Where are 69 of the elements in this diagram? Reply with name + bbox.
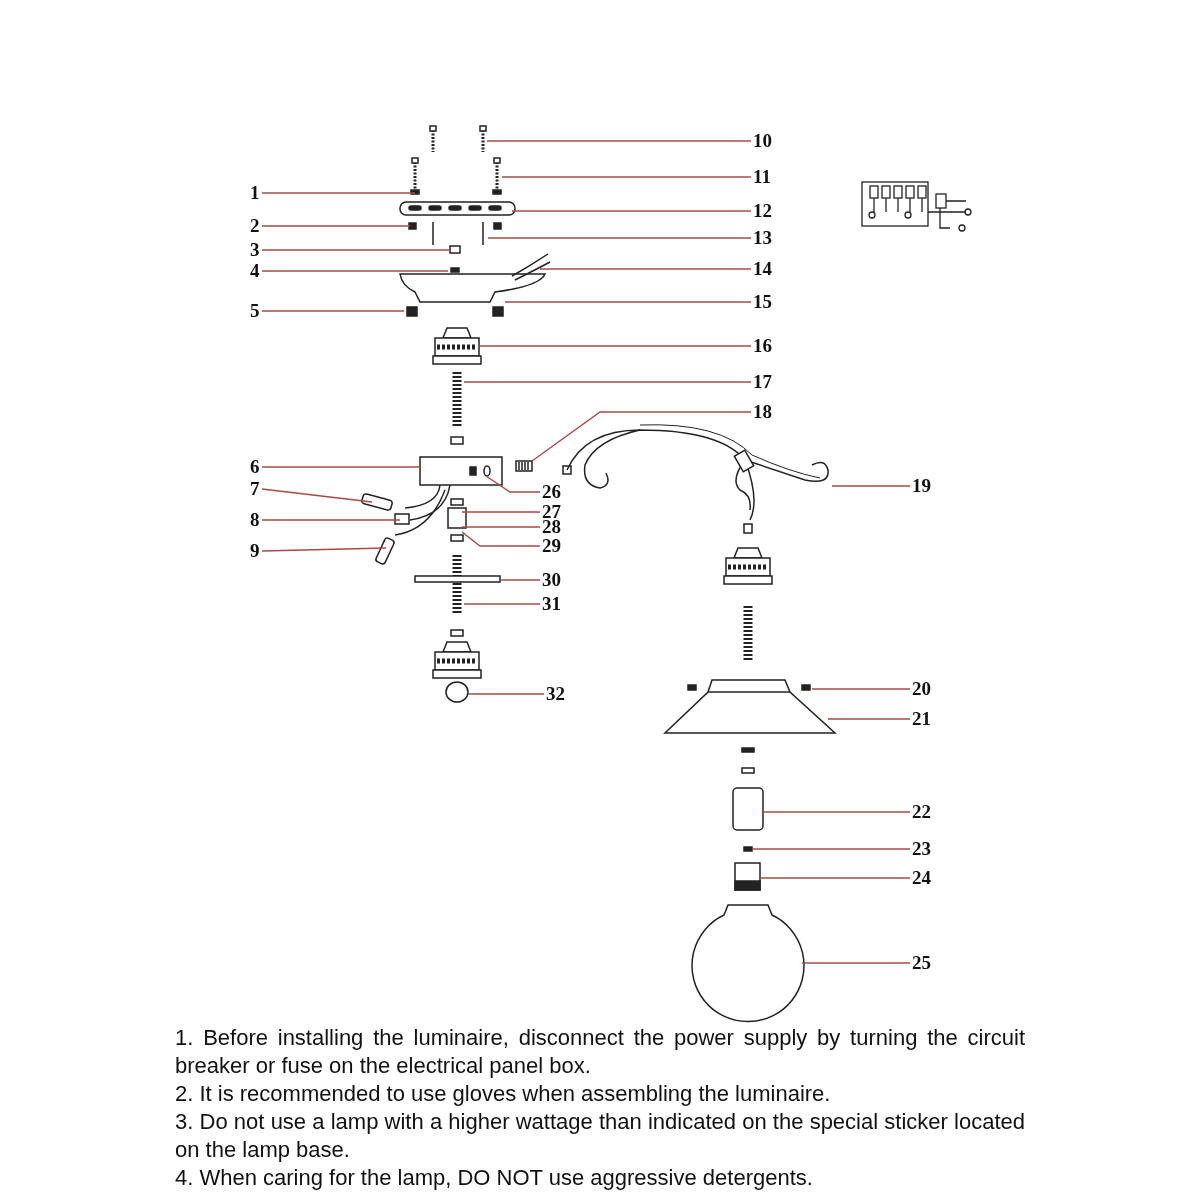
leader-line — [751, 848, 911, 850]
leader-line — [467, 693, 545, 695]
leader-line — [811, 688, 911, 690]
leader-line — [487, 237, 752, 239]
callout-number: 7 — [250, 479, 260, 499]
leader-line — [485, 475, 541, 493]
callout-number: 10 — [753, 131, 772, 151]
callout-number: 32 — [546, 684, 565, 704]
callout-number: 16 — [753, 336, 772, 356]
callout-number: 5 — [250, 301, 260, 321]
callout-number: 18 — [753, 402, 772, 422]
callout-number: 19 — [912, 476, 931, 496]
leader-line — [463, 603, 541, 605]
leader-line — [499, 579, 541, 581]
callout-number: 29 — [542, 536, 561, 556]
leader-line — [261, 488, 373, 503]
leader-line — [486, 140, 752, 142]
leader-line — [801, 962, 911, 964]
callout-number: 20 — [912, 679, 931, 699]
callout-number: 30 — [542, 570, 561, 590]
callout-number: 31 — [542, 594, 561, 614]
leader-line — [261, 192, 416, 194]
callout-number: 9 — [250, 541, 260, 561]
callout-number: 21 — [912, 709, 931, 729]
leader-line — [831, 485, 911, 487]
instruction-text: 1. Before installing the luminaire, disconnect the power supply by turning the circuit breaker or fuse on the electrical panel box. — [175, 1024, 1025, 1080]
connector-block — [515, 460, 533, 472]
callout-number: 2 — [250, 216, 260, 236]
callout-number: 3 — [250, 240, 260, 260]
leader-line — [261, 310, 405, 312]
callout-number: 24 — [912, 868, 931, 888]
leader-line — [461, 531, 541, 547]
callout-number: 15 — [753, 292, 772, 312]
leader-line — [501, 176, 752, 178]
leader-line — [261, 270, 449, 272]
callout-number: 1 — [250, 183, 260, 203]
instruction-text: 3. Do not use a lamp with a higher wattage than indicated on the special sticker located on the lamp base. — [175, 1108, 1025, 1164]
leader-line — [539, 268, 752, 270]
leader-line — [261, 547, 387, 552]
leader-line — [477, 345, 752, 347]
leader-line — [261, 249, 451, 251]
callout-number: 11 — [753, 167, 771, 187]
leader-line — [463, 381, 752, 383]
callout-number: 12 — [753, 201, 772, 221]
callout-number: 13 — [753, 228, 772, 248]
callout-number: 28 — [542, 517, 561, 537]
callout-number: 6 — [250, 457, 260, 477]
callout-number: 22 — [912, 802, 931, 822]
callout-number: 8 — [250, 510, 260, 530]
leader-line — [261, 225, 411, 227]
ball-finial — [445, 681, 469, 703]
callout-number: 4 — [250, 261, 260, 281]
callout-number: 17 — [753, 372, 772, 392]
leader-line — [827, 718, 911, 720]
leader-line — [261, 466, 421, 468]
leader-line — [504, 301, 752, 303]
callout-number: 23 — [912, 839, 931, 859]
leader-line — [759, 877, 911, 879]
leader-line — [761, 811, 911, 813]
leader-line — [531, 411, 752, 462]
callout-number: 14 — [753, 259, 772, 279]
callout-number: 26 — [542, 482, 561, 502]
leader-line — [261, 519, 401, 521]
callout-number: 25 — [912, 953, 931, 973]
leader-line — [461, 526, 541, 528]
instruction-text: 2. It is recommended to use gloves when assembling the luminaire. — [175, 1080, 832, 1108]
instruction-text: 4. When caring for the lamp, DO NOT use aggressive detergents. — [175, 1164, 814, 1192]
leader-line — [461, 511, 541, 513]
leader-line — [511, 210, 752, 212]
